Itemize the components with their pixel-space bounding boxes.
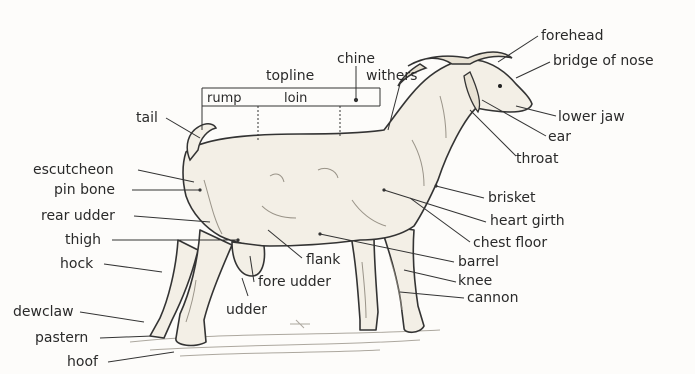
label-rear-udder: rear udder xyxy=(41,208,115,224)
label-thigh: thigh xyxy=(65,232,101,248)
label-brisket: brisket xyxy=(488,190,536,206)
label-tail: tail xyxy=(136,110,158,126)
label-throat: throat xyxy=(516,151,558,167)
label-escutcheon: escutcheon xyxy=(33,162,114,178)
label-udder: udder xyxy=(226,302,267,318)
label-forehead: forehead xyxy=(541,28,604,44)
label-chine: chine xyxy=(337,51,375,67)
label-topline: topline xyxy=(266,68,314,84)
label-ear: ear xyxy=(548,129,571,145)
label-withers: withers xyxy=(366,68,417,84)
label-barrel: barrel xyxy=(458,254,499,270)
label-hock: hock xyxy=(60,256,93,272)
label-flank: flank xyxy=(306,252,340,268)
label-cannon: cannon xyxy=(467,290,518,306)
label-chest-floor: chest floor xyxy=(473,235,547,251)
front-leg-near xyxy=(380,225,424,332)
label-loin: loin xyxy=(284,91,307,107)
label-hoof: hoof xyxy=(67,354,98,370)
eye xyxy=(498,84,502,88)
label-knee: knee xyxy=(458,273,492,289)
label-rump: rump xyxy=(207,91,242,107)
label-fore-udder: fore udder xyxy=(258,274,331,290)
label-heart-girth: heart girth xyxy=(490,213,565,229)
label-lower-jaw: lower jaw xyxy=(558,109,625,125)
label-pastern: pastern xyxy=(35,330,88,346)
label-pin-bone: pin bone xyxy=(54,182,115,198)
udder-shape xyxy=(232,242,265,276)
label-bridge-of-nose: bridge of nose xyxy=(553,53,654,69)
label-dewclaw: dewclaw xyxy=(13,304,74,320)
